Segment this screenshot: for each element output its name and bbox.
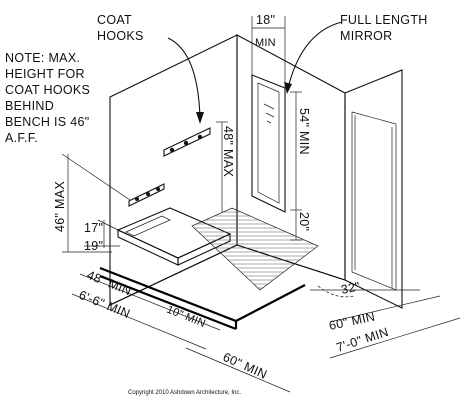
- callout-coat-hooks: COAT HOOKS: [97, 13, 144, 43]
- left-wall: [109, 34, 238, 306]
- note-line-2: HEIGHT FOR: [5, 67, 85, 81]
- door-swing: [317, 285, 355, 298]
- dimension-labels: 18" MIN 48" MAX 54" MIN 20" 46" MAX 17" …: [53, 13, 390, 382]
- coat-hooks-label-2: HOOKS: [97, 29, 144, 43]
- coat-hooks-label-1: COAT: [97, 13, 132, 27]
- mirror-label-2: MIRROR: [340, 29, 393, 43]
- note-line-4: BEHIND: [5, 99, 54, 113]
- dim-mirror-top: 54" MIN: [297, 108, 311, 155]
- dimension-lines: [61, 16, 461, 393]
- back-wall: [236, 34, 346, 281]
- copyright-notice: Copyright 2010 Ashdown Architecture, Inc…: [128, 390, 241, 396]
- bench-floor-outline: [99, 266, 306, 331]
- dim-mirror-bottom: 20": [297, 212, 311, 231]
- callout-mirror: FULL LENGTH MIRROR: [340, 13, 428, 43]
- callout-note: NOTE: MAX. HEIGHT FOR COAT HOOKS BEHIND …: [5, 51, 90, 145]
- dim-clear-floor: 60" MIN: [221, 350, 269, 382]
- mirror: [251, 74, 286, 213]
- dim-mirror-width: 18": [256, 13, 275, 27]
- dim-door-width: 32": [340, 279, 362, 297]
- leaders: [167, 21, 343, 124]
- note-line-1: NOTE: MAX.: [5, 51, 80, 65]
- dim-hook-height: 48" MAX: [221, 126, 235, 177]
- mirror-label-1: FULL LENGTH: [340, 13, 428, 27]
- dim-bench-height-max: 46" MAX: [53, 181, 67, 232]
- coat-hooks-upper: [163, 127, 211, 157]
- room-walls: [109, 34, 403, 309]
- note-line-5: BENCH IS 46": [5, 115, 89, 129]
- bench: [116, 207, 232, 266]
- note-line-3: COAT HOOKS: [5, 83, 90, 97]
- dim-mirror-width-min: MIN: [255, 37, 276, 49]
- coat-hooks-lower: [128, 183, 165, 207]
- dim-bench-depth: 19": [84, 239, 103, 253]
- note-line-6: A.F.F.: [5, 131, 38, 145]
- dim-bench-seat: 17": [84, 221, 103, 235]
- door-opening: [351, 111, 397, 291]
- right-partition-wall: [344, 69, 403, 309]
